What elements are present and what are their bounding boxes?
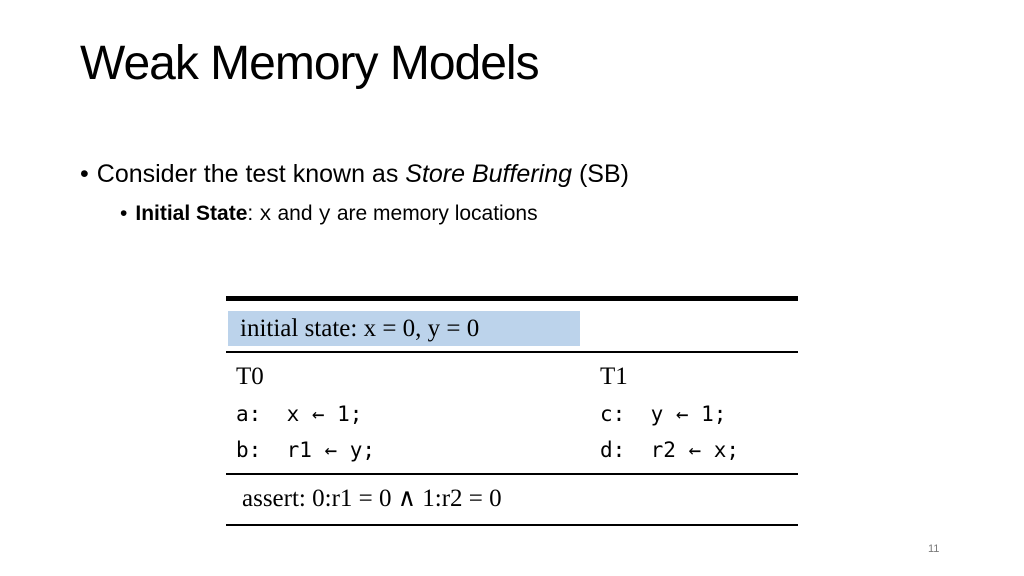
thread-t1-header: T1 bbox=[600, 363, 628, 390]
header-rule bbox=[226, 351, 798, 353]
bullet-initial-state: • Initial State: x and y are memory locat… bbox=[120, 200, 538, 230]
t1-instruction-c: c: y ← 1; bbox=[600, 402, 727, 426]
t0-instruction-b: b: r1 ← y; bbox=[236, 438, 376, 462]
bullet-consider-test: •Consider the test known as Store Buffer… bbox=[80, 158, 629, 190]
initial-state-highlight bbox=[228, 311, 580, 346]
bullet-text-suffix: (SB) bbox=[572, 160, 629, 188]
page-number: 11 bbox=[928, 543, 940, 555]
var-y: y bbox=[318, 204, 331, 227]
body-rule bbox=[226, 473, 798, 475]
var-x: x bbox=[259, 204, 272, 227]
initial-state-label: Initial State bbox=[135, 202, 248, 225]
initial-state-line: initial state: x = 0, y = 0 bbox=[240, 315, 480, 342]
t0-instruction-a: a: x ← 1; bbox=[236, 402, 363, 426]
test-name-emphasis: Store Buffering bbox=[405, 160, 573, 188]
bullet-text-prefix: Consider the test known as bbox=[96, 160, 406, 188]
colon: : bbox=[247, 202, 260, 225]
litmus-test-figure: initial state: x = 0, y = 0 T0 T1 a: x ←… bbox=[226, 296, 798, 528]
and-word: and bbox=[271, 202, 319, 225]
bottom-rule bbox=[226, 524, 798, 526]
assertion-line: assert: 0:r1 = 0 ∧ 1:r2 = 0 bbox=[242, 485, 502, 512]
top-rule bbox=[226, 296, 798, 301]
slide-title: Weak Memory Models bbox=[80, 37, 540, 90]
t1-instruction-d: d: r2 ← x; bbox=[600, 438, 740, 462]
bullet-dot: • bbox=[120, 202, 128, 225]
bullet-suffix: are memory locations bbox=[331, 202, 538, 225]
thread-t0-header: T0 bbox=[236, 363, 264, 390]
bullet-dot: • bbox=[80, 160, 89, 188]
